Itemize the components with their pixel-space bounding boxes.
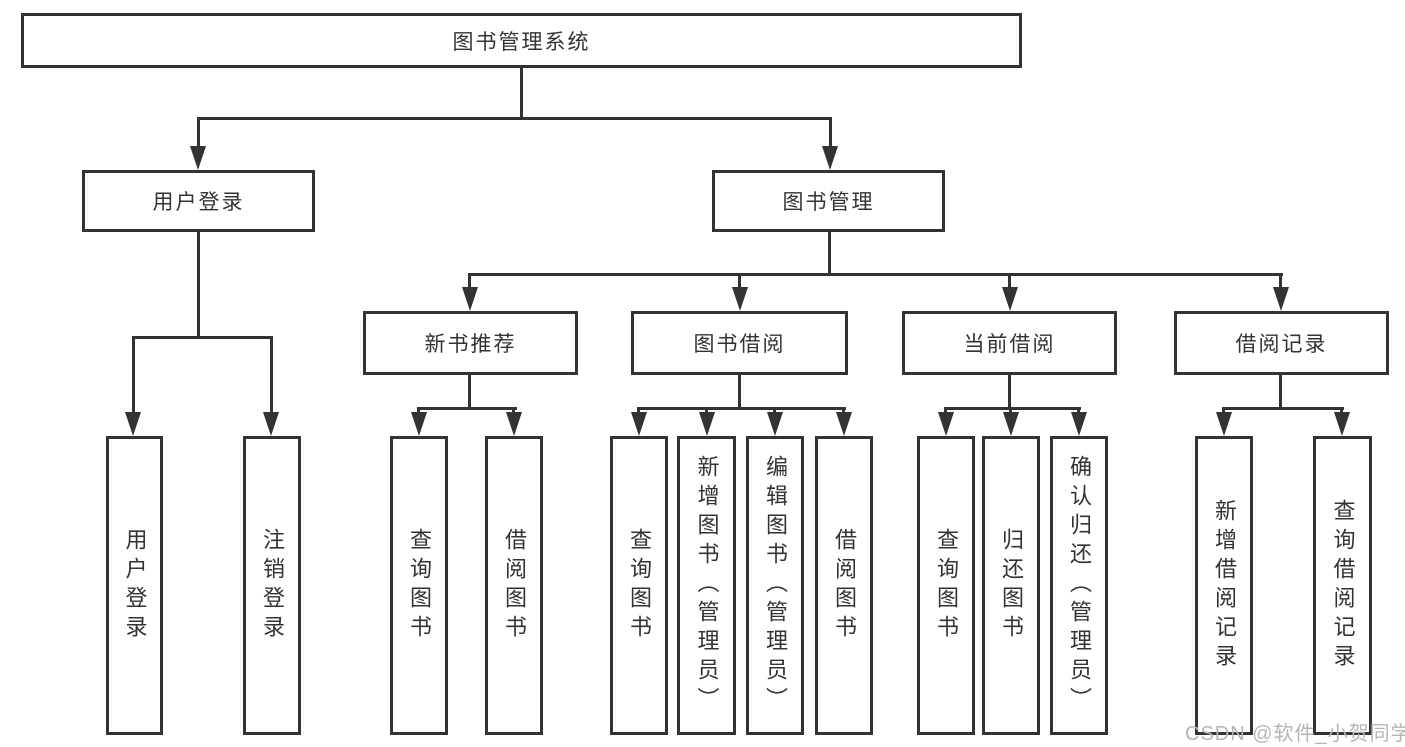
node-label: 编辑图书（管理员） bbox=[763, 455, 788, 716]
arrow-down-icon bbox=[1334, 412, 1350, 436]
arrow-down-icon bbox=[411, 412, 427, 436]
connector-line bbox=[705, 407, 708, 414]
connector-line bbox=[1279, 273, 1282, 289]
node-book-borrowing: 图书借阅 bbox=[631, 311, 848, 375]
node-label: 借阅记录 bbox=[1235, 333, 1328, 356]
leaf-confirm-return-admin: 确认归还（管理员） bbox=[1050, 436, 1108, 735]
node-label: 注销登录 bbox=[260, 527, 285, 644]
connector-line bbox=[468, 375, 471, 409]
connector-line bbox=[829, 117, 832, 148]
node-book-management: 图书管理 bbox=[712, 170, 945, 232]
leaf-borrow-books-recommend: 借阅图书 bbox=[485, 436, 543, 735]
leaf-borrow-books-borrow: 借阅图书 bbox=[815, 436, 873, 735]
arrow-down-icon bbox=[767, 412, 783, 436]
node-label: 借阅图书 bbox=[832, 527, 857, 644]
arrow-down-icon bbox=[699, 412, 715, 436]
node-borrowing-records: 借阅记录 bbox=[1174, 311, 1389, 375]
node-label: 图书管理 bbox=[782, 191, 875, 214]
arrow-down-icon bbox=[462, 287, 478, 311]
node-root: 图书管理系统 bbox=[21, 13, 1022, 68]
node-new-book-recommendation: 新书推荐 bbox=[363, 311, 578, 375]
node-user-login: 用户登录 bbox=[82, 170, 315, 232]
connector-line bbox=[773, 407, 776, 414]
leaf-edit-books-admin: 编辑图书（管理员） bbox=[746, 436, 804, 735]
connector-line bbox=[197, 117, 200, 148]
arrow-down-icon bbox=[1216, 412, 1232, 436]
connector-line bbox=[417, 407, 420, 414]
leaf-query-books-current: 查询图书 bbox=[917, 436, 975, 735]
connector-line bbox=[738, 273, 741, 289]
node-label: 新增借阅记录 bbox=[1212, 498, 1237, 673]
node-label: 当前借阅 bbox=[963, 333, 1056, 356]
node-label: 查询图书 bbox=[407, 527, 432, 644]
connector-line bbox=[1008, 375, 1011, 409]
connector-line bbox=[1008, 273, 1011, 289]
connector-line bbox=[270, 336, 273, 415]
connector-line bbox=[197, 232, 200, 339]
leaf-add-borrow-record: 新增借阅记录 bbox=[1195, 436, 1253, 735]
connector-line bbox=[1009, 407, 1012, 414]
connector-line bbox=[1340, 407, 1343, 414]
arrow-down-icon bbox=[732, 287, 748, 311]
node-label: 借阅图书 bbox=[502, 527, 527, 644]
node-label: 查询图书 bbox=[934, 527, 959, 644]
arrow-down-icon bbox=[938, 412, 954, 436]
node-label: 图书管理系统 bbox=[452, 30, 591, 54]
leaf-return-books: 归还图书 bbox=[982, 436, 1040, 735]
connector-line bbox=[468, 273, 471, 289]
leaf-add-books-admin: 新增图书（管理员） bbox=[677, 436, 736, 735]
arrow-down-icon bbox=[1071, 412, 1087, 436]
node-label: 用户登录 bbox=[122, 527, 148, 644]
connector-line bbox=[944, 407, 1081, 410]
connector-line bbox=[944, 407, 947, 414]
node-label: 新增图书（管理员） bbox=[694, 455, 720, 716]
connector-line bbox=[637, 407, 846, 410]
node-label: 查询借阅记录 bbox=[1330, 498, 1356, 673]
node-current-borrowing: 当前借阅 bbox=[902, 311, 1117, 375]
arrow-down-icon bbox=[125, 412, 141, 436]
leaf-query-books-recommend: 查询图书 bbox=[390, 436, 448, 735]
connector-line bbox=[520, 68, 523, 120]
connector-line bbox=[1222, 407, 1344, 410]
node-label: 查询图书 bbox=[627, 527, 652, 644]
connector-line bbox=[132, 336, 135, 415]
watermark: CSDN @软件_小贺同学 bbox=[1185, 723, 1405, 745]
connector-line bbox=[637, 407, 640, 414]
connector-line bbox=[468, 273, 1283, 276]
connector-line bbox=[738, 375, 741, 409]
leaf-logout-login: 注销登录 bbox=[243, 436, 301, 735]
leaf-query-books-borrow: 查询图书 bbox=[610, 436, 668, 735]
connector-line bbox=[842, 407, 845, 414]
arrow-down-icon bbox=[1002, 287, 1018, 311]
arrow-down-icon bbox=[631, 412, 647, 436]
arrow-down-icon bbox=[836, 412, 852, 436]
connector-line bbox=[1222, 407, 1225, 414]
connector-line bbox=[1279, 375, 1282, 409]
connector-line bbox=[512, 407, 515, 414]
node-label: 确认归还（管理员） bbox=[1067, 455, 1092, 716]
leaf-user-login: 用户登录 bbox=[106, 436, 163, 735]
node-label: 新书推荐 bbox=[424, 333, 517, 356]
arrow-down-icon bbox=[1003, 412, 1019, 436]
node-label: 归还图书 bbox=[999, 527, 1024, 644]
arrow-down-icon bbox=[1273, 287, 1289, 311]
node-label: 图书借阅 bbox=[693, 333, 786, 356]
connector-line bbox=[132, 336, 273, 339]
connector-line bbox=[417, 407, 517, 410]
arrow-down-icon bbox=[506, 412, 522, 436]
arrow-down-icon bbox=[822, 146, 838, 170]
connector-line bbox=[197, 117, 832, 120]
connector-line bbox=[1077, 407, 1080, 414]
arrow-down-icon bbox=[190, 146, 206, 170]
arrow-down-icon bbox=[263, 412, 279, 436]
connector-line bbox=[828, 232, 831, 275]
node-label: 用户登录 bbox=[152, 191, 245, 214]
leaf-query-borrow-record: 查询借阅记录 bbox=[1313, 436, 1372, 735]
